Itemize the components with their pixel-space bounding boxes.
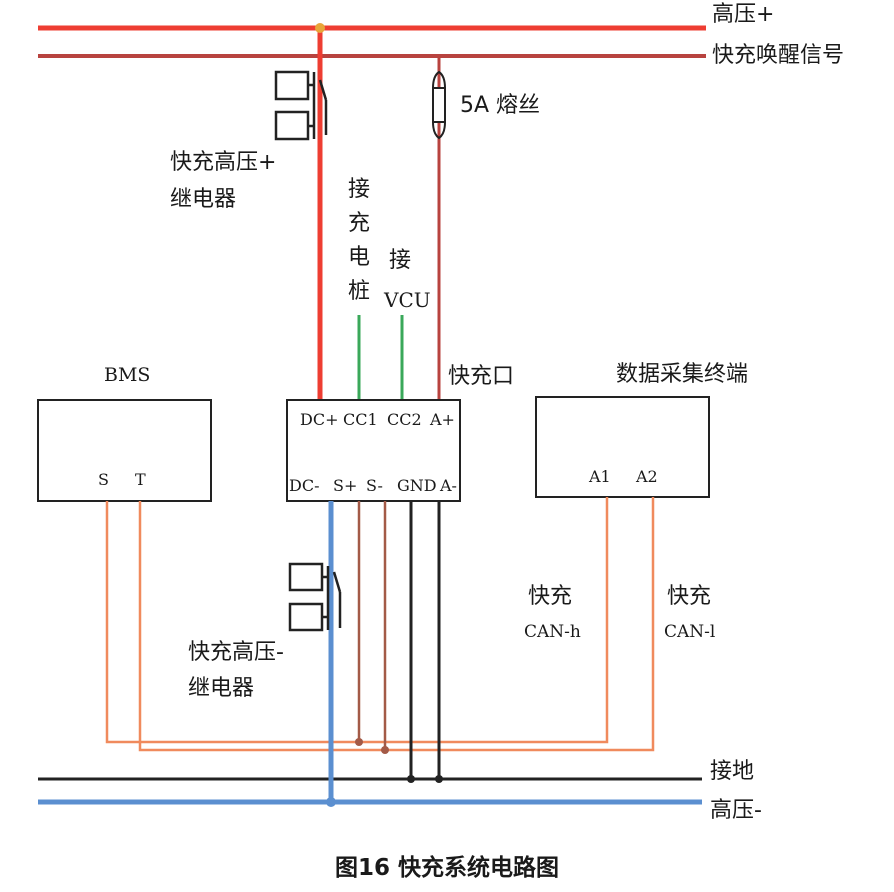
hv-minus-label: 高压- xyxy=(710,798,762,823)
relay-plus-symbol xyxy=(274,70,328,141)
relay-minus-label-line2: 继电器 xyxy=(188,676,255,701)
wake-signal-label: 快充唤醒信号 xyxy=(712,43,845,68)
fuse-label: 5A 熔丝 xyxy=(460,93,541,118)
gnd-junction xyxy=(407,775,415,783)
daq-pin-a2: A2 xyxy=(636,467,658,486)
s-plus-junction xyxy=(355,738,363,746)
cc2-note-text: VCU xyxy=(384,288,431,312)
can-l-label-line1: 快充 xyxy=(667,584,712,609)
daq-pin-a1: A1 xyxy=(589,467,611,486)
dc-plus-junction xyxy=(315,23,325,33)
a-minus-junction xyxy=(435,775,443,783)
bms-box xyxy=(37,399,212,502)
bms-title: BMS xyxy=(104,364,151,386)
port-pin-a-minus: A- xyxy=(440,476,457,495)
relay-minus-symbol xyxy=(288,562,342,632)
bms-pin-s: S xyxy=(98,470,109,489)
data-acquisition-box xyxy=(535,396,710,498)
fast-charge-port-box xyxy=(286,399,461,502)
cc1-note-char: 充 xyxy=(347,211,370,236)
port-pin-dc-plus: DC+ xyxy=(300,410,339,429)
relay-plus-label-line1: 快充高压+ xyxy=(170,150,277,175)
s-minus-junction xyxy=(381,746,389,754)
cc1-note-char: 桩 xyxy=(347,279,370,304)
can-h-wire xyxy=(105,497,609,744)
port-pin-s-plus: S+ xyxy=(333,476,358,495)
can-l-wire xyxy=(138,497,655,752)
relay-plus-label-line2: 继电器 xyxy=(170,187,237,212)
can-l-label-line2: CAN-l xyxy=(664,622,716,642)
fuse-symbol xyxy=(432,70,446,140)
bms-pin-t: T xyxy=(135,470,146,489)
port-pin-dc-minus: DC- xyxy=(289,476,320,495)
dc-minus-junction xyxy=(326,797,336,807)
port-pin-cc1: CC1 xyxy=(343,410,378,429)
cc1-note: 接 充 电 桩 xyxy=(346,173,372,309)
port-pin-cc2: CC2 xyxy=(387,410,422,429)
fast-charge-port-title: 快充口 xyxy=(448,364,515,389)
port-pin-gnd: GND xyxy=(397,476,437,495)
hv-plus-label: 高压+ xyxy=(712,2,775,27)
cc1-note-char: 电 xyxy=(347,245,370,270)
port-pin-a-plus: A+ xyxy=(430,410,455,429)
figure-caption: 图16 快充系统电路图 xyxy=(334,855,559,881)
can-h-label-line1: 快充 xyxy=(528,584,573,609)
relay-minus-label-line1: 快充高压- xyxy=(188,640,284,665)
cc1-note-char: 接 xyxy=(347,177,370,202)
ground-label: 接地 xyxy=(710,759,755,784)
data-acquisition-title: 数据采集终端 xyxy=(616,362,749,387)
port-pin-s-minus: S- xyxy=(366,476,383,495)
cc2-note-char: 接 xyxy=(389,248,412,273)
can-h-label-line2: CAN-h xyxy=(524,622,581,642)
